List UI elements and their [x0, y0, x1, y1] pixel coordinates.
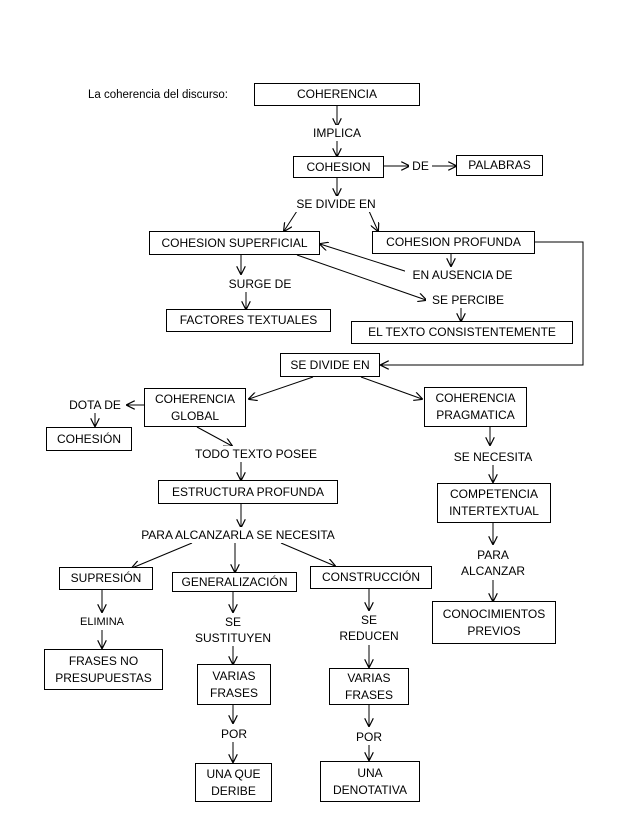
- intro-label: La coherencia del discurso:: [88, 89, 228, 101]
- link-por-2: POR: [349, 729, 389, 745]
- node-coherencia-pragmatica: COHERENCIA PRAGMATICA: [424, 387, 527, 427]
- node-factores-textuales: FACTORES TEXTUALES: [166, 309, 331, 332]
- link-dota-de: DOTA DE: [64, 397, 126, 413]
- node-estructura-profunda: ESTRUCTURA PROFUNDA: [158, 480, 338, 504]
- link-se-reducen: SE REDUCEN: [329, 612, 409, 644]
- link-todo-texto-posee: TODO TEXTO POSEE: [188, 446, 324, 462]
- link-se-percibe: SE PERCIBE: [426, 292, 510, 308]
- node-se-divide-en: SE DIVIDE EN: [280, 353, 380, 377]
- link-de: DE: [409, 158, 432, 174]
- link-elimina: ELIMINA: [72, 614, 132, 630]
- link-por-1: POR: [215, 726, 253, 742]
- node-varias-frases-2: VARIAS FRASES: [329, 668, 409, 705]
- node-generalizacion: GENERALIZACIÓN: [172, 572, 297, 592]
- link-en-ausencia-de: EN AUSENCIA DE: [405, 267, 520, 283]
- link-surge-de: SURGE DE: [223, 276, 297, 292]
- node-texto-consistente: EL TEXTO CONSISTENTEMENTE: [351, 321, 573, 344]
- node-varias-frases-1: VARIAS FRASES: [197, 664, 271, 705]
- node-coherencia-global: COHERENCIA GLOBAL: [144, 388, 246, 427]
- node-cohesion-superficial: COHESION SUPERFICIAL: [149, 231, 320, 255]
- link-para-alcanzarla: PARA ALCANZARLA SE NECESITA: [130, 527, 346, 543]
- node-cohesion-acento: COHESIÓN: [46, 427, 132, 451]
- node-construccion: CONSTRUCCIÓN: [310, 566, 432, 589]
- node-cohesion-profunda: COHESION PROFUNDA: [372, 231, 535, 254]
- node-competencia-intertextual: COMPETENCIA INTERTEXTUAL: [437, 483, 551, 523]
- link-se-divide-en: SE DIVIDE EN: [290, 196, 382, 212]
- node-coherencia: COHERENCIA: [254, 83, 420, 106]
- node-una-que-deribe: UNA QUE DERIBE: [195, 763, 272, 802]
- node-frases-no-presupuestas: FRASES NO PRESUPUESTAS: [44, 649, 163, 690]
- node-supresion: SUPRESIÓN: [59, 567, 153, 590]
- link-para-alcanzar: PARA ALCANZAR: [454, 547, 532, 579]
- node-cohesion: COHESION: [293, 156, 384, 178]
- node-palabras: PALABRAS: [456, 155, 543, 176]
- node-una-denotativa: UNA DENOTATIVA: [320, 761, 420, 802]
- link-se-sustituyen: SE SUSTITUYEN: [187, 614, 279, 646]
- link-se-necesita: SE NECESITA: [445, 449, 541, 465]
- link-implica: IMPLICA: [311, 125, 363, 141]
- node-conocimientos-previos: CONOCIMIENTOS PREVIOS: [432, 601, 556, 644]
